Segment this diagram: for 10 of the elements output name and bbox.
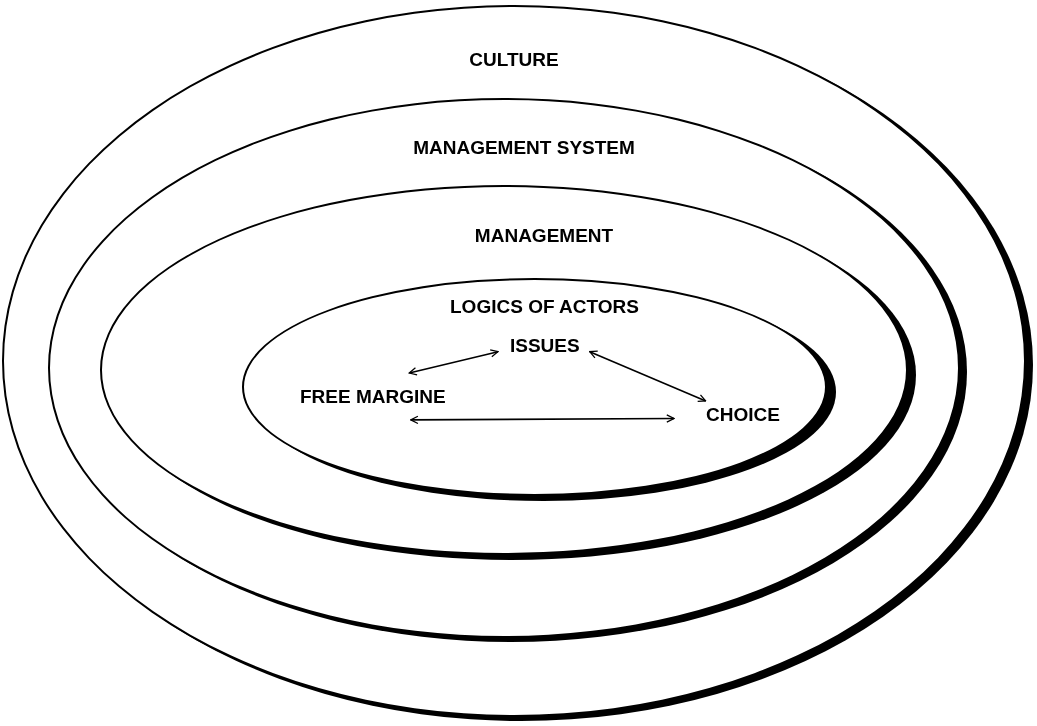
ellipse-label: MANAGEMENT SYSTEM bbox=[413, 137, 635, 159]
node-label: FREE MARGINE bbox=[300, 387, 446, 408]
ellipse-label: MANAGEMENT bbox=[474, 225, 614, 247]
node-label: CHOICE bbox=[706, 405, 780, 426]
ellipse-label: LOGICS OF ACTORS bbox=[450, 296, 639, 318]
double-arrow bbox=[588, 350, 707, 403]
node-label: ISSUES bbox=[510, 336, 580, 357]
double-arrow bbox=[409, 414, 675, 425]
double-arrow bbox=[408, 349, 499, 376]
ellipse-label: CULTURE bbox=[469, 49, 559, 71]
